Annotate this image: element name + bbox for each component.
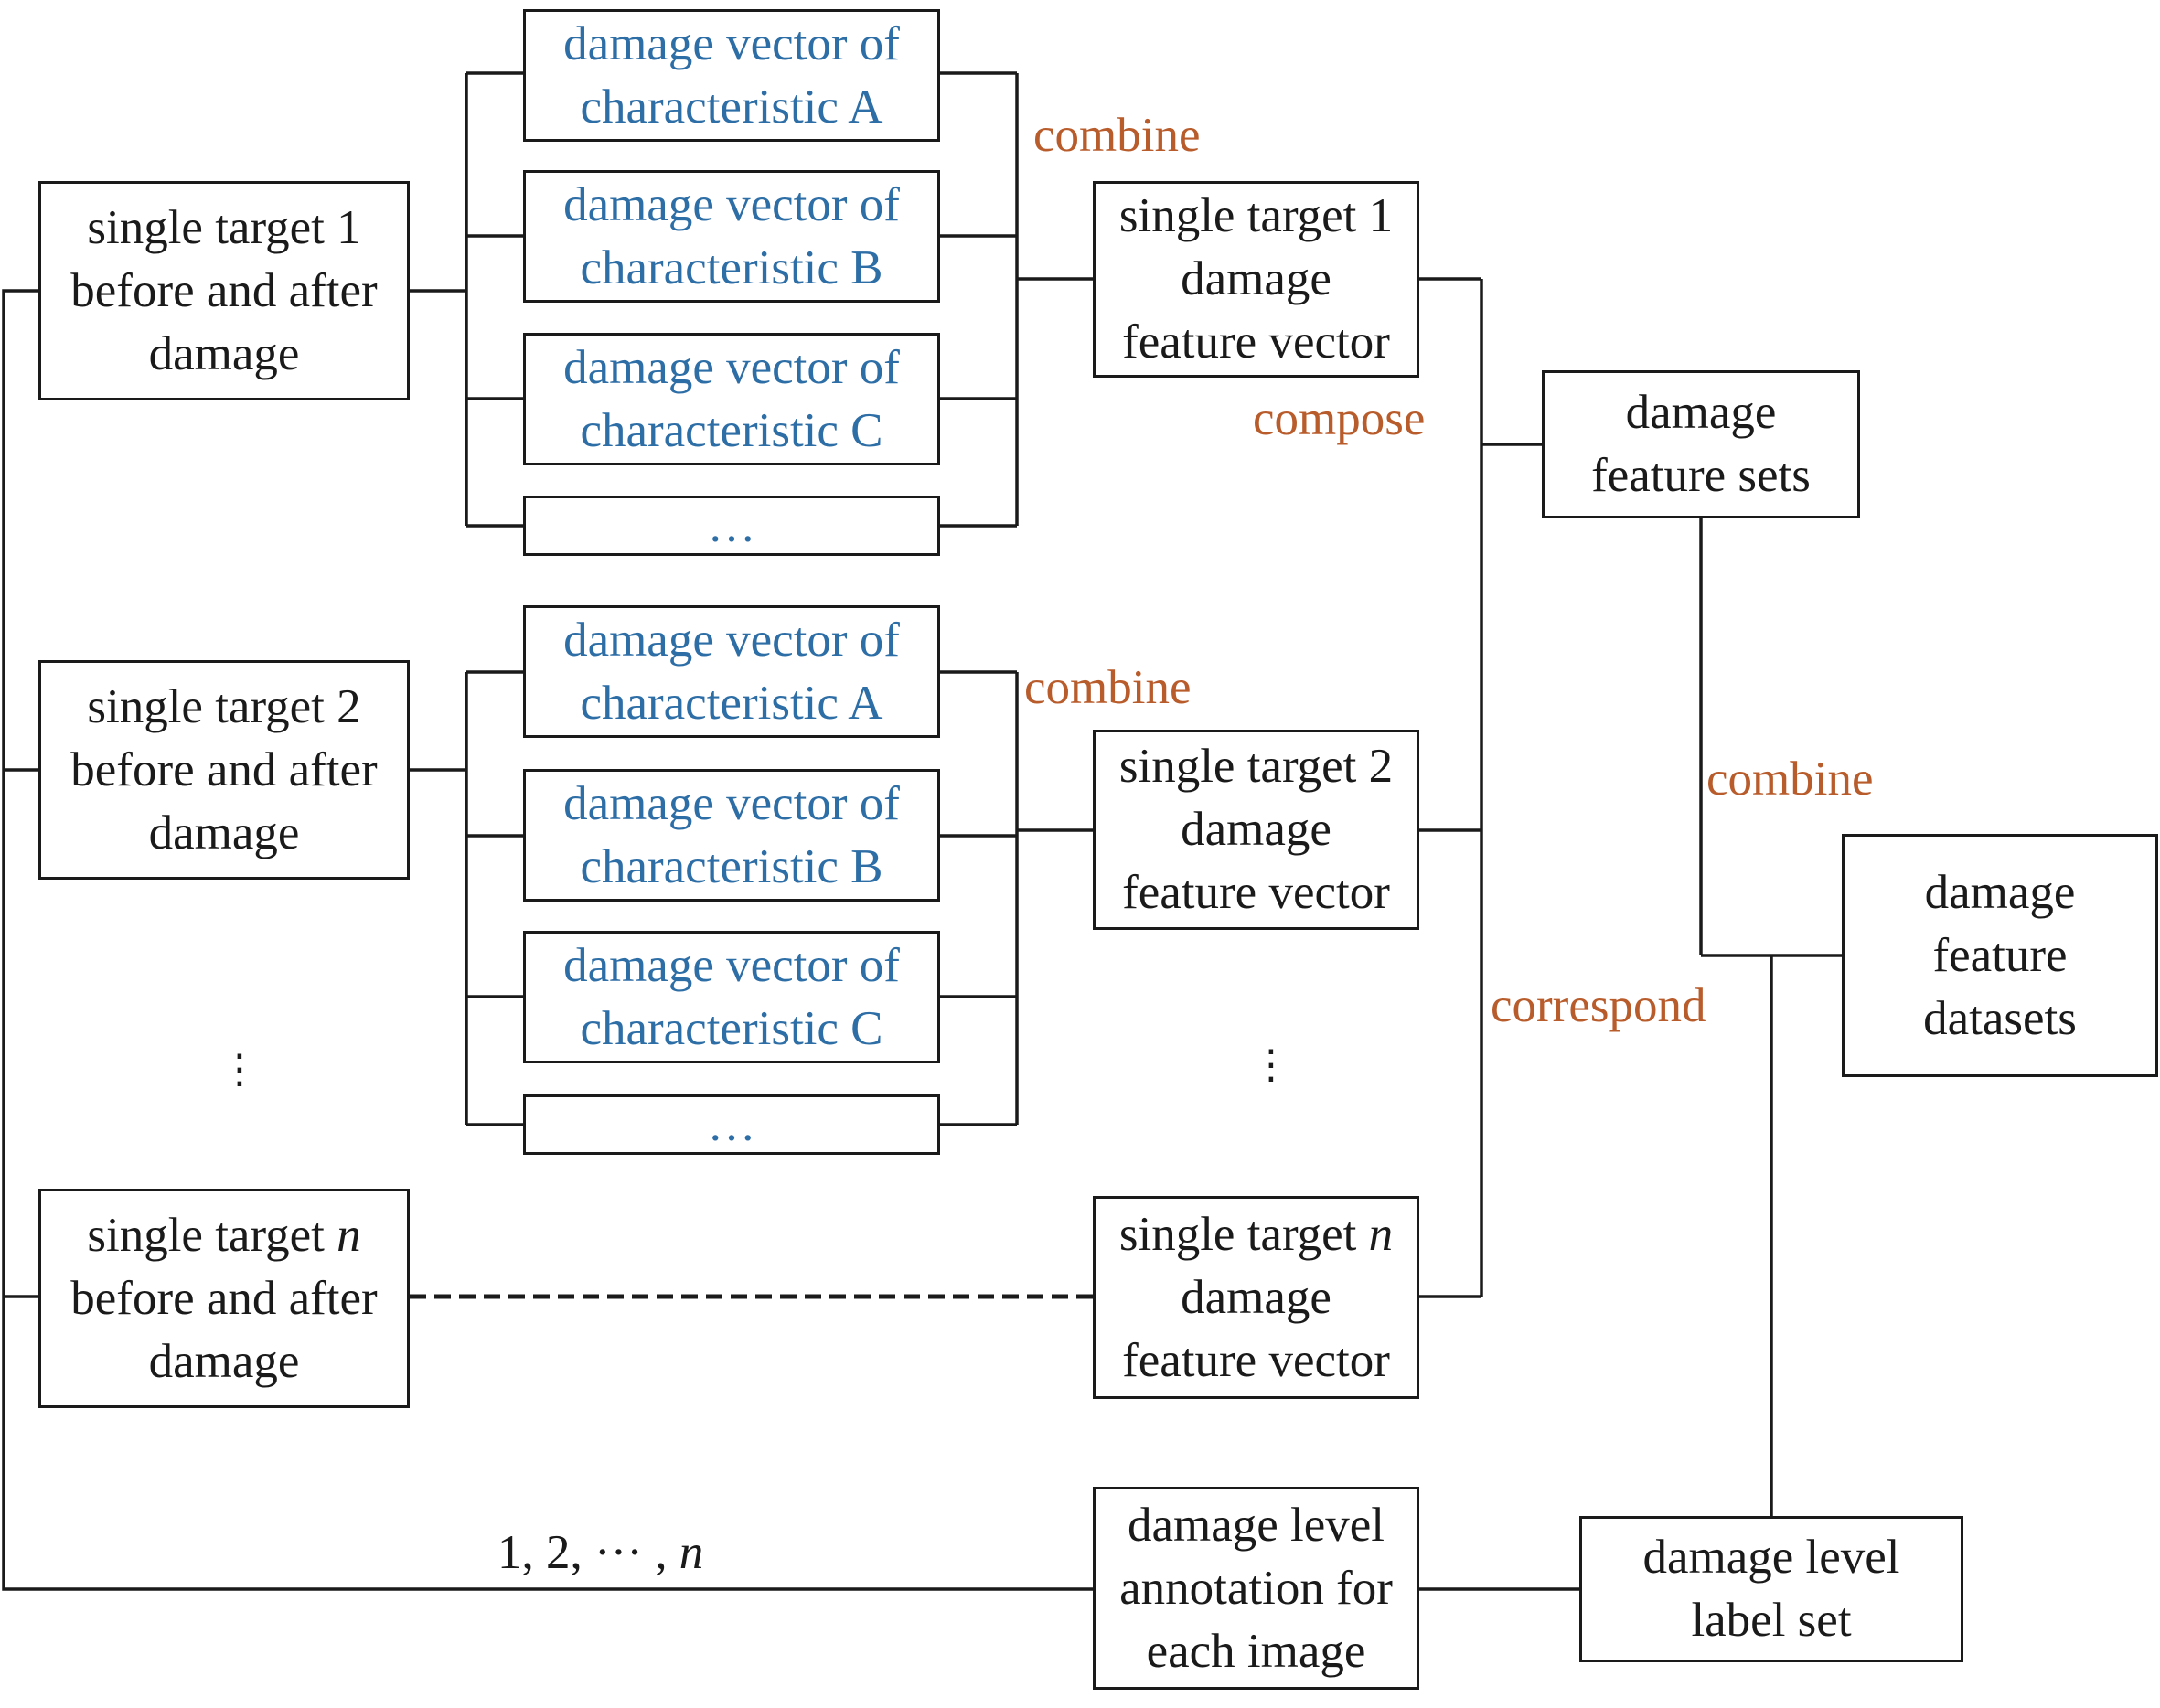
vector-1b-line-2: characteristic B (580, 240, 883, 294)
vector-1b-line-1: damage vector of (563, 177, 900, 231)
label-set-line-2: label set (1691, 1594, 1852, 1647)
datasets-line-1: damage (1924, 865, 2076, 919)
annotation-box: damage level annotation for each image (1093, 1487, 1419, 1690)
vector-2b-line-1: damage vector of (563, 776, 900, 830)
feature-vector-n-line-3: feature vector (1122, 1333, 1390, 1387)
feature-vector-1-line-2: damage (1181, 252, 1331, 305)
target-n-box: single target n before and after damage (38, 1189, 410, 1408)
vector-1c-box: damage vector of characteristic C (523, 333, 940, 465)
label-set-box: damage level label set (1579, 1516, 1963, 1662)
vector-1c-line-1: damage vector of (563, 340, 900, 394)
target-2-line-2: before and after (70, 742, 378, 796)
vertical-ellipsis-right: ⋮ (1251, 1041, 1291, 1088)
target-1-line-3: damage (148, 326, 300, 380)
combine-label-1: combine (1033, 109, 1201, 162)
index-range-prefix: 1, 2, ··· , (497, 1526, 679, 1579)
feature-vector-n-box: single target n damage feature vector (1093, 1196, 1419, 1399)
target-n-line-1-prefix: single target (87, 1208, 337, 1262)
combine-label-2: combine (1024, 661, 1192, 714)
index-range-variable: n (679, 1526, 704, 1579)
vector-1b-box: damage vector of characteristic B (523, 170, 940, 303)
vector-2c-line-2: characteristic C (580, 1001, 883, 1055)
feature-vector-2-line-2: damage (1181, 803, 1331, 856)
annotation-line-2: annotation for (1119, 1561, 1393, 1615)
feature-sets-line-1: damage (1625, 386, 1777, 439)
datasets-line-2: feature (1932, 928, 2068, 982)
annotation-line-1: damage level (1127, 1498, 1385, 1552)
vector-2c-line-1: damage vector of (563, 938, 900, 992)
target-1-line-2: before and after (70, 263, 378, 317)
vector-2c-box: damage vector of characteristic C (523, 931, 940, 1063)
vector-2b-box: damage vector of characteristic B (523, 769, 940, 902)
label-set-line-1: damage level (1642, 1531, 1900, 1584)
feature-vector-2-line-3: feature vector (1122, 866, 1390, 919)
feature-vector-2-line-1: single target 2 (1118, 740, 1394, 793)
feature-vector-1-line-1: single target 1 (1118, 189, 1394, 242)
vector-1a-line-1: damage vector of (563, 16, 900, 70)
feature-vector-2-box: single target 2 damage feature vector (1093, 730, 1419, 930)
target-n-line-3: damage (148, 1334, 300, 1388)
target-n-line-2: before and after (70, 1271, 378, 1325)
correspond-label: correspond (1491, 979, 1706, 1032)
datasets-box: damage feature datasets (1842, 834, 2158, 1077)
datasets-line-3: datasets (1923, 991, 2077, 1045)
vector-1a-line-2: characteristic A (580, 80, 883, 133)
feature-vector-1-line-3: feature vector (1122, 315, 1390, 368)
vector-2a-line-1: damage vector of (563, 613, 900, 667)
feature-vector-n-line-1-prefix: single target (1118, 1207, 1369, 1261)
compose-label: compose (1253, 392, 1426, 445)
target-1-box: single target 1 before and after damage (38, 181, 410, 400)
feature-vector-1-box: single target 1 damage feature vector (1093, 181, 1419, 378)
index-range-label: 1, 2, ··· , n (497, 1525, 703, 1580)
feature-vector-n-line-2: damage (1181, 1270, 1331, 1324)
target-2-box: single target 2 before and after damage (38, 660, 410, 880)
vector-2-more-ellipsis: … (707, 1097, 756, 1151)
feature-vector-n-variable: n (1368, 1207, 1394, 1261)
feature-sets-line-2: feature sets (1591, 449, 1811, 502)
vector-1c-line-2: characteristic C (580, 403, 883, 457)
vector-1-more-box: … (523, 496, 940, 556)
vertical-ellipsis-left: ⋮ (219, 1046, 260, 1093)
vector-1a-box: damage vector of characteristic A (523, 9, 940, 142)
target-n-variable: n (337, 1208, 361, 1262)
target-n-line-1: single target n (87, 1204, 360, 1267)
vector-1-more-ellipsis: … (707, 498, 756, 552)
left-trunk-connector (2, 289, 1093, 1591)
vector-2a-line-2: characteristic A (580, 676, 883, 730)
target-2-line-3: damage (148, 806, 300, 859)
vector-2b-line-2: characteristic B (580, 839, 883, 893)
combine-label-3: combine (1706, 753, 1874, 806)
target-2-line-1: single target 2 (87, 679, 361, 733)
target-1-line-1: single target 1 (87, 200, 361, 254)
vector-2-more-box: … (523, 1094, 940, 1155)
feature-vector-n-line-1: single target n (1119, 1203, 1393, 1266)
annotation-line-3: each image (1146, 1624, 1366, 1678)
feature-sets-box: damage feature sets (1542, 370, 1860, 518)
vector-2a-box: damage vector of characteristic A (523, 605, 940, 738)
